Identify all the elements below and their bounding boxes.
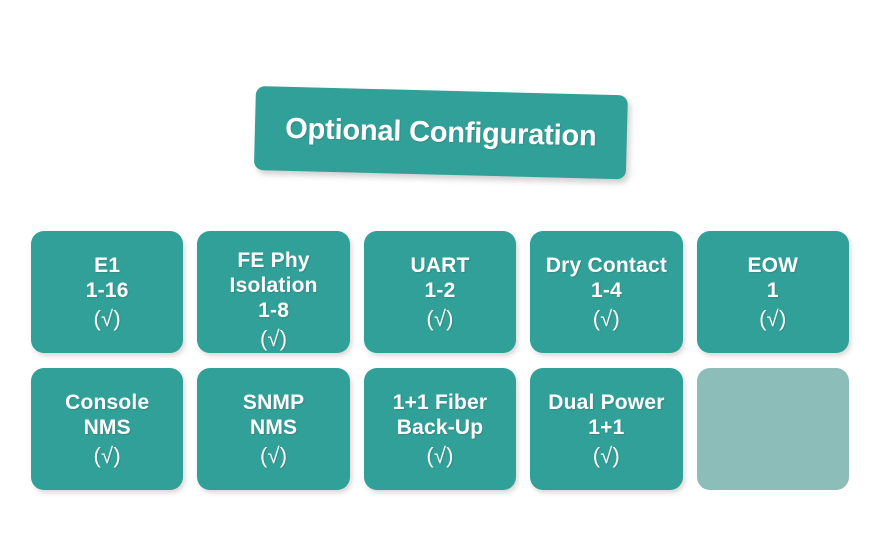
check-icon: (√): [259, 325, 288, 351]
feature-tile-line: 1+1 Fiber: [392, 391, 488, 414]
header-banner: Optional Configuration: [253, 86, 628, 184]
feature-tile-line: EOW: [747, 254, 799, 277]
feature-tile-line: Isolation: [229, 273, 318, 297]
check-icon: (√): [592, 306, 621, 331]
feature-tile-line: Back-Up: [396, 416, 484, 439]
feature-tile-line: FE Phy: [237, 248, 310, 272]
check-icon: (√): [259, 443, 288, 468]
feature-tile-line: 1-8: [258, 298, 290, 322]
feature-tile-line: 1+1: [588, 416, 625, 439]
feature-tile-line: Dry Contact: [545, 254, 668, 277]
feature-tile-line: 1-4: [590, 279, 622, 302]
feature-tile-line: 1-2: [424, 279, 456, 302]
feature-tile-line: Console: [65, 391, 150, 414]
page-title: Optional Configuration: [284, 112, 597, 153]
feature-tile-line: SNMP: [242, 391, 305, 414]
feature-tile-line: 1: [766, 279, 779, 302]
feature-tile-line: NMS: [249, 416, 298, 439]
feature-tile-line: E1: [94, 254, 121, 277]
feature-tile-placeholder: [696, 368, 850, 490]
check-icon: (√): [592, 443, 621, 468]
check-icon: (√): [93, 306, 121, 331]
check-icon: (√): [93, 443, 121, 468]
feature-tile-line: Dual Power: [548, 391, 665, 414]
feature-tile-line: UART: [410, 254, 470, 277]
feature-tile-line: NMS: [83, 416, 131, 439]
check-icon: (√): [759, 306, 787, 331]
check-icon: (√): [426, 443, 454, 468]
check-icon: (√): [426, 306, 454, 331]
feature-tile-line: 1-16: [85, 279, 129, 302]
